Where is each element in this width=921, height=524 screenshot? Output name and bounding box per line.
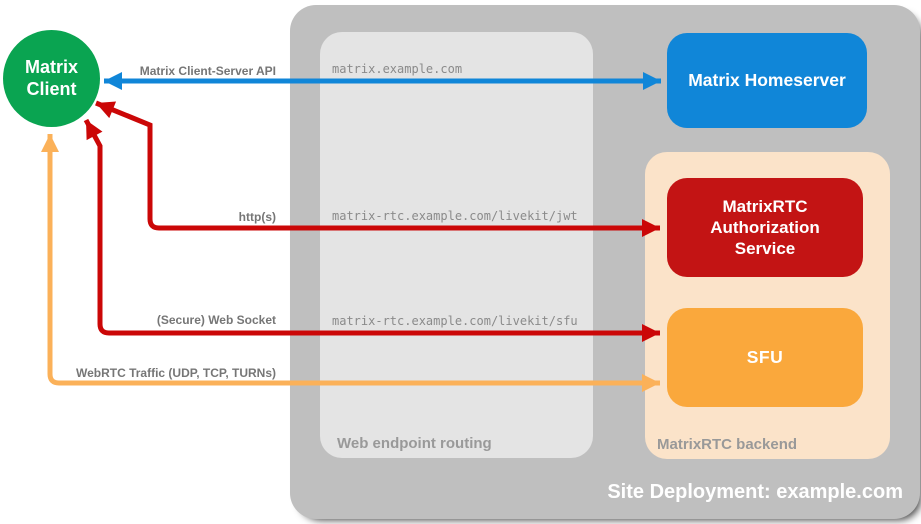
matrix-client-node: Matrix Client [3,30,100,127]
https-label: http(s) [238,210,276,224]
matrix-homeserver-node: Matrix Homeserver [667,33,867,128]
sfu-node: SFU [667,308,863,407]
web-endpoint-routing-label: Web endpoint routing [337,435,492,452]
matrix-client-node-label: Matrix Client [24,56,78,99]
matrixrtc-authorization-service-node-label: MatrixRTC Authorization Service [710,196,820,259]
endpoint-matrix-example-com: matrix.example.com [332,62,463,76]
endpoint-livekit-jwt: matrix-rtc.example.com/livekit/jwt [332,209,578,223]
matrixrtc-authorization-service-node: MatrixRTC Authorization Service [667,178,863,277]
matrixrtc-backend-label: MatrixRTC backend [657,436,798,453]
matrix-homeserver-node-label: Matrix Homeserver [688,70,846,90]
web-endpoint-routing-panel: Web endpoint routing [320,32,593,458]
client-server-api-label: Matrix Client-Server API [139,64,276,78]
site-deployment-label: Site Deployment: example.com [607,481,903,503]
endpoint-livekit-sfu: matrix-rtc.example.com/livekit/sfu [332,314,578,328]
webrtc-traffic-label: WebRTC Traffic (UDP, TCP, TURNs) [75,366,276,380]
sfu-node-label: SFU [746,347,784,367]
secure-websocket-label: (Secure) Web Socket [156,313,276,327]
